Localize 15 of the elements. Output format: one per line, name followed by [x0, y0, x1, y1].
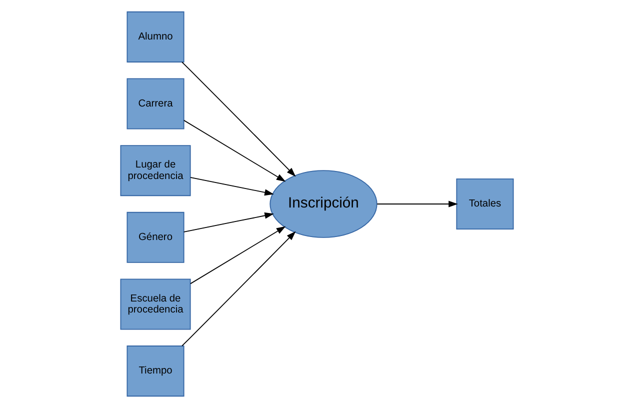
arrow — [190, 226, 286, 284]
arrow — [376, 200, 458, 208]
node-box: Lugar de procedencia — [120, 145, 191, 196]
arrow — [182, 62, 296, 177]
node-box: Alumno — [126, 11, 184, 62]
node-box: Totales — [456, 178, 514, 230]
node-box: Tiempo — [126, 346, 184, 397]
node-ellipse: Inscripción — [270, 170, 378, 238]
arrow — [190, 176, 274, 196]
node-box: Carrera — [126, 78, 184, 130]
arrow — [183, 120, 286, 182]
node-box: Escuela de procedencia — [120, 278, 191, 330]
arrow — [183, 212, 274, 232]
arrow — [182, 231, 296, 346]
node-box: Género — [126, 212, 184, 263]
